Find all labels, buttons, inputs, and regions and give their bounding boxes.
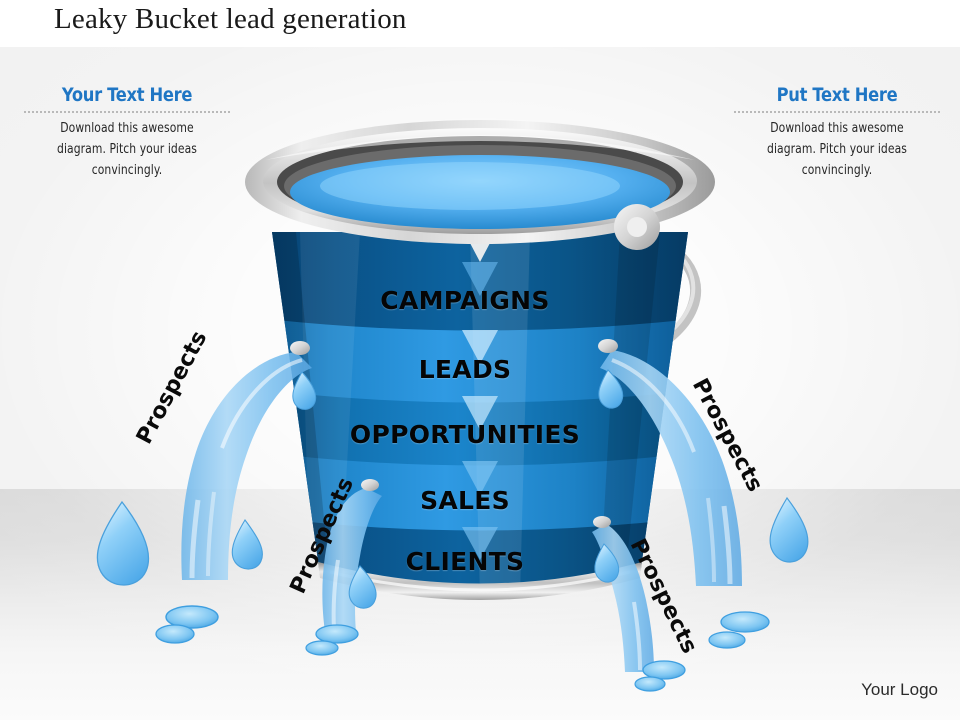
left-panel-divider [24,111,230,114]
stage-label-campaigns: CAMPAIGNS [380,286,550,315]
left-panel-body: Download this awesome diagram. Pitch you… [57,120,197,178]
stage-label-opportunities: OPPORTUNITIES [349,420,581,449]
right-panel-body: Download this awesome diagram. Pitch you… [767,120,907,178]
stage-label-leads: LEADS [418,355,512,384]
stage-label-sales: SALES [420,486,510,515]
left-panel-heading: Your Text Here [61,84,193,106]
right-text-panel: Put Text Here Download this awesome diag… [728,84,946,181]
stage-label-clients: CLIENTS [405,547,525,576]
header-background [0,0,960,47]
right-panel-heading: Put Text Here [776,84,898,106]
left-text-panel: Your Text Here Download this awesome dia… [18,84,236,181]
page-title: Leaky Bucket lead generation [54,3,407,35]
logo-placeholder: Your Logo [861,680,938,699]
floor-background [0,489,960,720]
right-panel-divider [734,111,940,114]
